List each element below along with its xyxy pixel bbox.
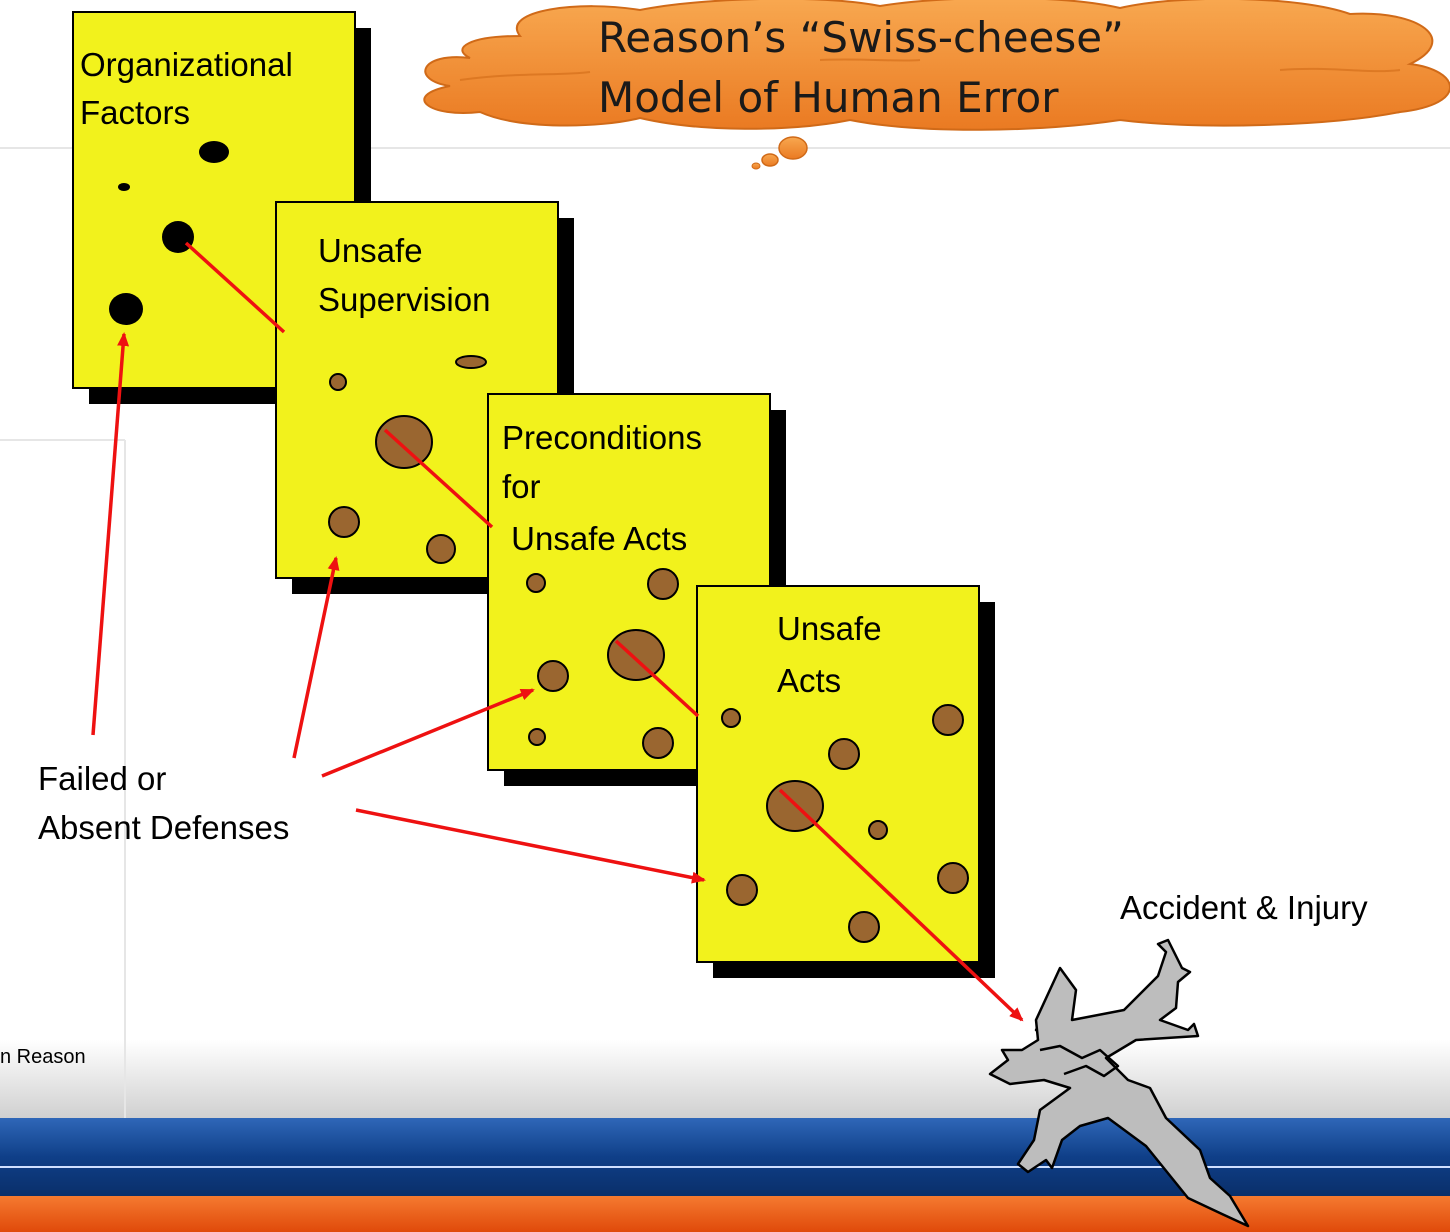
hole: [375, 415, 433, 469]
diagram-title-line-1: Reason’s “Swiss-cheese”: [598, 13, 1124, 62]
accident-label: Accident & Injury: [1120, 889, 1368, 926]
hole: [937, 862, 969, 894]
hole: [647, 568, 679, 600]
crashed-airplane-icon: [988, 938, 1250, 1228]
layer-preconditions-label-line-2: for: [502, 468, 541, 505]
thought-cloud-icon: [423, 0, 1450, 170]
layer-organizational-label-line-2: Factors: [80, 94, 190, 131]
layer-supervision-label-line-2: Supervision: [318, 281, 490, 318]
layer-organizational-label-line-1: Organizational: [80, 46, 293, 83]
slide-background: [0, 147, 1450, 1120]
latent-hole: [118, 183, 130, 191]
hole: [726, 874, 758, 906]
defense-arrows: [91, 332, 706, 884]
hole: [828, 738, 860, 770]
layer-acts-label-line-1: Unsafe: [777, 610, 882, 647]
layer-preconditions-label-line-1: Preconditions: [502, 419, 702, 456]
layer-unsafe-acts: Unsafe Acts: [696, 585, 995, 978]
hole: [721, 708, 741, 728]
latent-hole: [199, 141, 229, 163]
layer-preconditions-label-line-3: Unsafe Acts: [502, 520, 687, 557]
layer-acts-label-line-2: Acts: [777, 662, 841, 699]
hole: [329, 373, 347, 391]
hole: [642, 727, 674, 759]
hole: [537, 660, 569, 692]
hole: [868, 820, 888, 840]
diagram-title-line-2: Model of Human Error: [598, 73, 1059, 122]
credit-label: n Reason: [0, 1046, 86, 1068]
layer-supervision-label-line-1: Unsafe: [318, 232, 423, 269]
latent-hole: [109, 293, 143, 325]
hole: [526, 573, 546, 593]
hole: [848, 911, 880, 943]
hole: [455, 355, 487, 369]
defenses-label-line-2: Absent Defenses: [38, 809, 289, 846]
defenses-label-line-1: Failed or: [38, 760, 166, 797]
hole: [932, 704, 964, 736]
hole: [607, 629, 665, 681]
hole: [328, 506, 360, 538]
accident-trajectory: [184, 241, 1024, 1022]
hole: [426, 534, 456, 564]
hole: [528, 728, 546, 746]
